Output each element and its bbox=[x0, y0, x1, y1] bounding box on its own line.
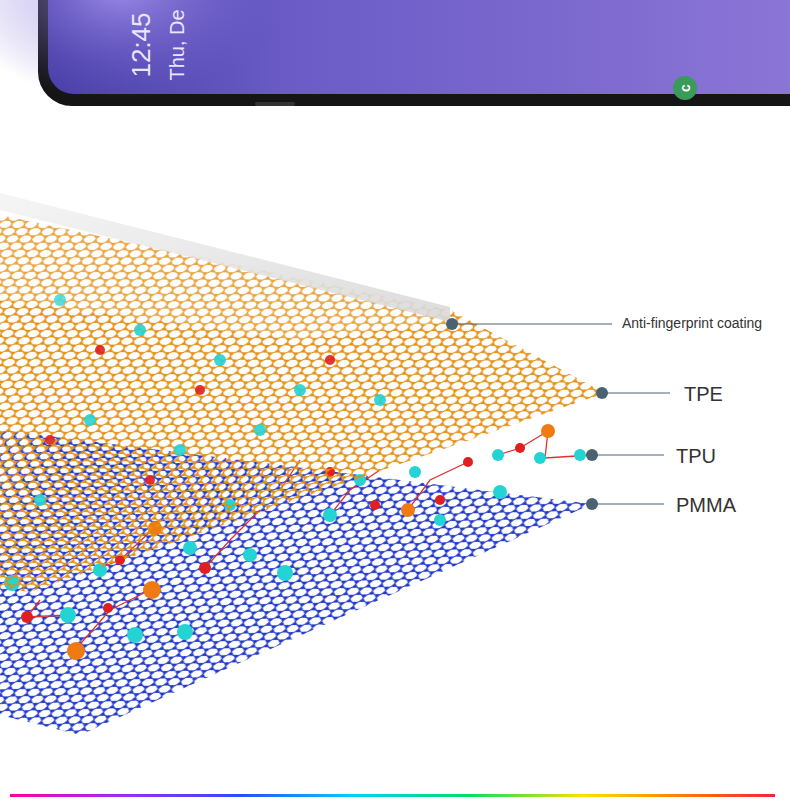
layer-label: TPU bbox=[676, 446, 716, 466]
app-icon-letter: c bbox=[678, 84, 692, 92]
layer-label: TPE bbox=[684, 384, 723, 404]
layer-label: PMMA bbox=[676, 495, 736, 515]
layer-label: Anti-fingerprint coating bbox=[622, 316, 762, 330]
clock-time: 12:45 bbox=[128, 12, 154, 77]
clock-date: Thu, De bbox=[167, 9, 187, 80]
